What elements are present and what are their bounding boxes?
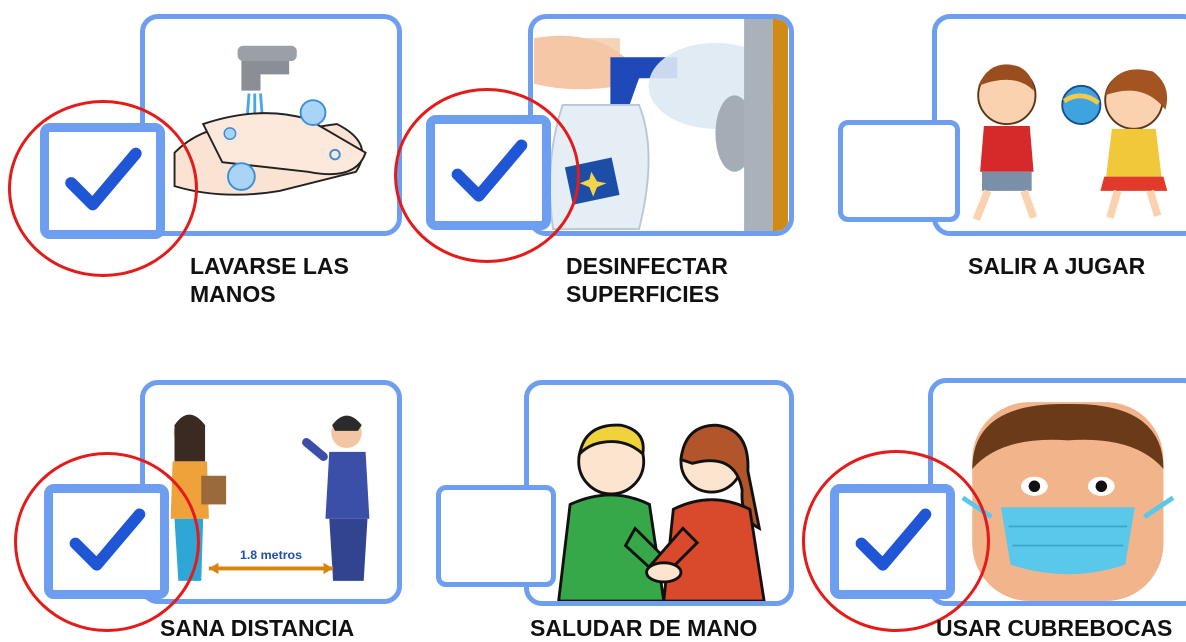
- children-playing-illustration: [932, 14, 1186, 236]
- label-line-2: MANOS: [190, 281, 276, 307]
- label-line-1: SALIR A JUGAR: [968, 253, 1146, 279]
- highlight-circle: [394, 88, 580, 263]
- highlight-circle: [8, 100, 198, 277]
- label-saludar: SALUDAR DE MANO: [530, 614, 757, 642]
- hand-washing-illustration: [140, 14, 402, 236]
- measure-label: 1.8 metros: [240, 548, 302, 562]
- highlight-circle: [14, 452, 200, 632]
- label-line-1: SALUDAR DE MANO: [530, 615, 758, 641]
- checkbox-salir[interactable]: [838, 120, 960, 222]
- label-salir: SALIR A JUGAR: [968, 252, 1145, 280]
- checkbox-saludar[interactable]: [436, 485, 556, 587]
- label-lavarse: LAVARSE LAS MANOS: [190, 252, 349, 308]
- handshake-illustration: [524, 380, 794, 606]
- label-line-1: USAR CUBREBOCAS: [936, 615, 1173, 641]
- label-sana: SANA DISTANCIA: [160, 614, 354, 642]
- label-line-2: SUPERFICIES: [566, 281, 720, 307]
- label-cubrebocas: USAR CUBREBOCAS: [936, 614, 1172, 642]
- label-desinfectar: DESINFECTAR SUPERFICIES: [566, 252, 728, 308]
- label-line-1: DESINFECTAR: [566, 253, 728, 279]
- label-line-1: SANA DISTANCIA: [160, 615, 355, 641]
- label-line-1: LAVARSE LAS: [190, 253, 349, 279]
- highlight-circle: [802, 450, 990, 632]
